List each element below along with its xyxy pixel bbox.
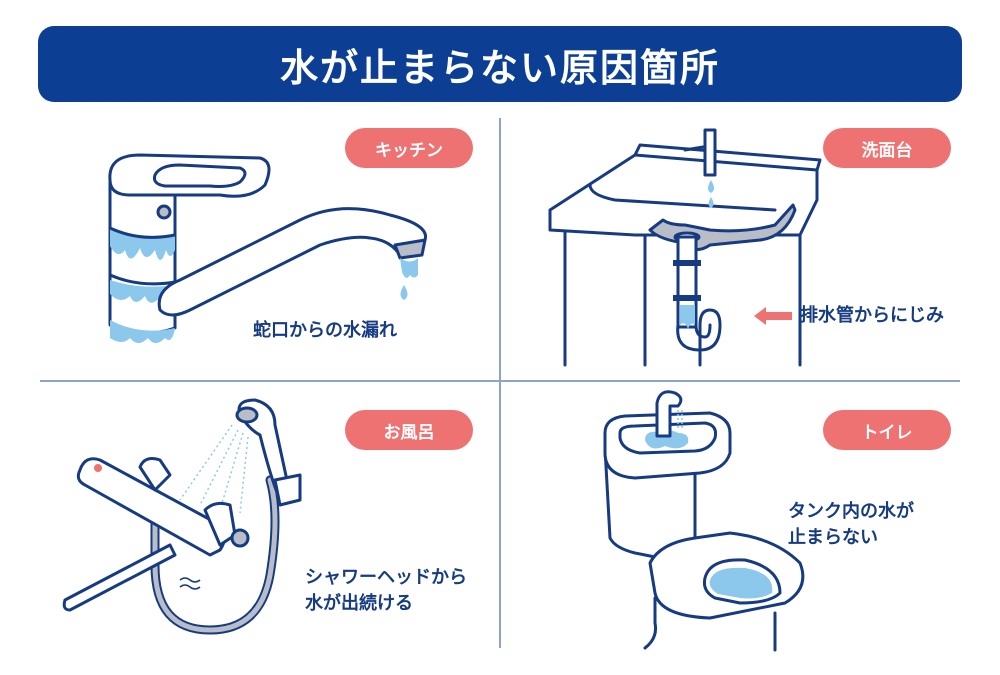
title-banner: 水が止まらない原因箇所 — [38, 26, 962, 102]
vertical-divider — [499, 118, 501, 648]
caption-toilet-line2: 止まらない — [788, 527, 878, 548]
horizontal-divider — [40, 380, 960, 382]
shower-faucet-icon — [62, 398, 302, 635]
arrow-left-icon — [754, 307, 792, 325]
tag-bath: お風呂 — [345, 410, 473, 450]
caption-kitchen: 蛇口からの水漏れ — [253, 320, 397, 341]
tag-washbasin: 洗面台 — [823, 128, 951, 168]
caption-bath-line2: 水が出続ける — [305, 593, 413, 614]
caption-washbasin: 排水管からにじみ — [800, 305, 944, 326]
tag-kitchen: キッチン — [345, 128, 473, 168]
kitchen-faucet-icon — [108, 153, 428, 343]
page-title: 水が止まらない原因箇所 — [279, 45, 720, 90]
toilet-icon — [603, 390, 805, 652]
caption-bath-line1: シャワーヘッドから — [305, 567, 467, 588]
washbasin-icon — [548, 128, 822, 367]
caption-toilet-line1: タンク内の水が — [788, 501, 914, 522]
tag-toilet: トイレ — [823, 410, 951, 450]
